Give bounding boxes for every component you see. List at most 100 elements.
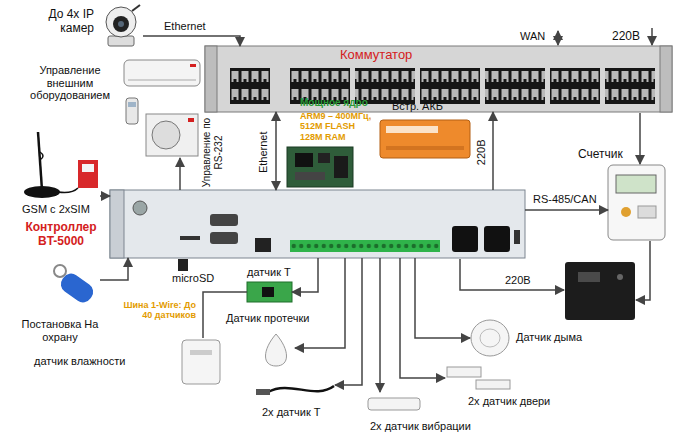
connector [100,195,110,197]
ups-illustration [565,262,635,320]
connector [292,258,318,292]
temp-board: датчик Т [247,282,292,302]
humidity-sensor-illustration [182,340,220,384]
connector [415,258,470,338]
meter-illustration [616,175,656,193]
switch-title: Коммутатор [340,48,412,63]
bus-note: Шина 1-Wire: До 40 датчиков [112,300,196,321]
sensor-label: Датчик протечки [226,312,309,325]
ups-illustration [617,274,623,280]
controller-illustration [255,238,271,252]
vibration-sensor-illustration [368,398,420,410]
sensor-label: 2х датчик двери [468,395,550,408]
vibration-sensor: 2х датчик вибрации [365,392,423,416]
controller-illustration [133,201,147,215]
power-wire [460,28,652,300]
smoke-sensor-illustration [471,320,509,356]
gsm-antenna-illustration [38,132,42,190]
air-conditioner-illustration [124,60,200,86]
temp-probe-illustration [256,386,334,395]
microsd-card [178,259,188,271]
door-sensor-illustration [476,380,510,389]
controller-illustration [180,236,200,240]
temp-board-illustration [247,282,292,302]
power-wire [557,31,559,45]
switch-illustration [605,68,655,104]
connector [100,258,128,280]
battery-illustration [380,120,470,158]
controller-illustration [514,230,520,244]
power-label: 220В [505,274,531,287]
humidity-sensor-illustration [190,350,212,355]
power-wire [636,241,650,300]
battery-illustration [380,120,470,158]
meter: Счетчик [608,165,665,240]
ups-illustration [565,262,635,320]
camera-illustration [132,5,140,11]
cpu-board-illustration [318,153,330,163]
cpu-board-illustration [287,147,353,187]
switch-illustration [230,68,270,104]
switch-illustration [660,46,672,112]
port-label: WAN [520,30,545,43]
connector [525,209,608,211]
air-conditioner: Управление внешним оборудованием [122,58,200,158]
leak-sensor: Датчик протечки [258,330,295,368]
sensor-label: 2х датчик вибрации [370,420,471,433]
controller-illustration [290,240,440,252]
slot-label: microSD [172,272,214,285]
controller-illustration [452,226,478,252]
core-title: Мощное ядро [300,97,368,109]
edge-label: Ethernet [163,20,207,33]
cpu-core: Мощное ядроARM9 – 400МГц, 512M FLASH 128… [287,147,353,187]
core-spec: ARM9 – 400МГц, 512M FLASH 128M RAM [300,111,374,142]
camera-illustration [106,5,140,46]
camera: До 4х IP камер [98,4,143,48]
cpu-board-illustration [334,156,348,178]
temp-board-illustration [247,282,292,302]
temp-board-illustration [262,287,274,297]
humidity-sensor-illustration [182,340,220,384]
switch-illustration [205,46,217,112]
gsm-antenna-illustration [78,160,98,188]
controller-illustration [110,190,525,258]
connector [295,258,345,348]
battery-label: Встр. АКБ [392,100,443,113]
gsm-antenna-illustration [24,132,98,198]
edge-label: RS-485/CAN [532,193,598,206]
camera-label: До 4х IP камер [28,8,94,36]
air-conditioner-illustration [152,121,180,149]
key-label: Постановка На охрану [20,318,100,343]
connector [179,158,181,190]
ups-illustration [578,272,600,282]
smoke-sensor-illustration [480,329,500,347]
gsm-label: GSM с 2xSIM [22,203,90,216]
ac-label: Управление внешним оборудованием [22,64,118,102]
controller-illustration [210,214,238,226]
sensor-label: Датчик дыма [516,331,582,344]
temp-probe-illustration [268,386,334,392]
edge-label: 220В [475,138,488,166]
switch-illustration [205,46,672,112]
air-conditioner-illustration [128,102,136,107]
sensor-label: датчик влажности [34,355,125,368]
connector [400,258,445,378]
controller: Контроллер BT-5000 [110,190,525,258]
air-conditioner-illustration [126,98,138,124]
air-conditioner-illustration [128,80,196,81]
gsm-antenna: GSM с 2xSIM [18,128,100,200]
meter-illustration [621,207,631,217]
controller-illustration [484,226,510,252]
battery-illustration [386,146,464,150]
power-wire [639,113,641,164]
camera-illustration [118,21,124,27]
power-wire [460,259,564,290]
battery: Встр. АКБ [380,120,470,158]
switch-illustration [550,68,600,104]
key-fob: Постановка На охрану [48,262,100,312]
microsd-card [178,259,188,271]
connector [275,112,277,190]
meter-illustration [608,165,665,240]
door-sensor-illustration [447,367,510,389]
connector [492,112,494,190]
